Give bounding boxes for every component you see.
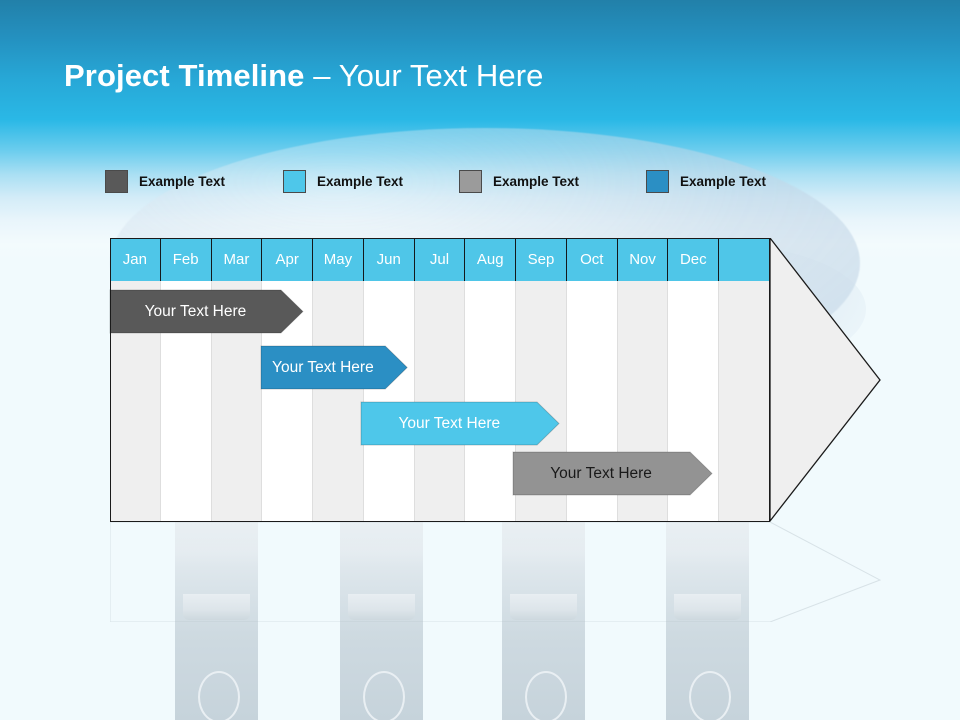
- month-header-nov: Nov: [617, 238, 669, 281]
- legend-item-label: Example Text: [317, 173, 404, 189]
- legend-item-4[interactable]: Example Text: [646, 166, 766, 196]
- month-header-mar: Mar: [211, 238, 263, 281]
- month-column: [465, 238, 517, 522]
- legend-item-2[interactable]: Example Text: [283, 166, 403, 196]
- binder-top-fade: [666, 519, 749, 565]
- binder-watermark: [175, 519, 258, 720]
- page-title-light: – Your Text Here: [304, 58, 544, 93]
- task-bar-label: Your Text Here: [398, 414, 501, 432]
- month-header-aug: Aug: [465, 238, 517, 281]
- task-bar-4[interactable]: Your Text Here: [512, 451, 713, 496]
- task-bar-shape: [260, 345, 408, 390]
- legend-swatch-icon: [283, 169, 306, 193]
- task-bar-shape: [512, 451, 713, 496]
- month-header-apr: Apr: [262, 238, 314, 281]
- month-header-jul: Jul: [414, 238, 466, 281]
- task-bar-3[interactable]: Your Text Here: [360, 401, 561, 446]
- binder-ring-hole: [197, 671, 240, 720]
- binder-ring-hole: [362, 671, 405, 720]
- month-header-sep: Sep: [516, 238, 567, 281]
- legend-item-label: Example Text: [493, 173, 580, 189]
- month-column: [211, 238, 263, 522]
- month-column: [414, 238, 466, 522]
- legend-item-3[interactable]: Example Text: [459, 166, 579, 196]
- task-bar-1[interactable]: Your Text Here: [109, 289, 304, 334]
- binder-label-band: [510, 594, 577, 620]
- legend-swatch-icon: [646, 169, 669, 193]
- binder-top-fade: [502, 519, 585, 565]
- legend-item-label: Example Text: [139, 173, 226, 189]
- page-title-bold: Project Timeline: [64, 58, 305, 93]
- legend-item-1[interactable]: Example Text: [105, 166, 225, 196]
- binder-top-fade: [340, 519, 423, 565]
- legend: Example Text Example Text Example Text Exam…: [105, 166, 845, 198]
- task-bar-2[interactable]: Your Text Here: [260, 345, 408, 390]
- month-header-jun: Jun: [363, 238, 415, 281]
- task-bar-shape: [360, 401, 561, 446]
- month-column: [160, 238, 212, 522]
- page-title: Project Timeline – Your Text Here: [64, 58, 543, 94]
- binder-label-band: [348, 594, 415, 620]
- binder-watermark: [340, 519, 423, 720]
- binder-watermark-group: [0, 519, 960, 720]
- binder-watermark: [502, 519, 585, 720]
- month-header-dec: Dec: [668, 238, 720, 281]
- month-header-jan: Jan: [110, 238, 161, 281]
- month-header-spacer: [719, 238, 770, 281]
- task-bar-label: Your Text Here: [144, 302, 247, 320]
- binder-label-band: [674, 594, 741, 620]
- month-header-feb: Feb: [160, 238, 212, 281]
- legend-swatch-icon: [105, 169, 128, 193]
- month-column: [719, 238, 770, 522]
- month-column: [110, 238, 161, 522]
- month-header-may: May: [313, 238, 364, 281]
- binder-watermark: [666, 519, 749, 720]
- binder-label-band: [183, 594, 250, 620]
- legend-item-label: Example Text: [680, 173, 767, 189]
- timeline-arrow-head: [770, 238, 881, 522]
- legend-swatch-icon: [459, 169, 482, 193]
- binder-ring-hole: [688, 671, 731, 720]
- task-bar-label: Your Text Here: [272, 358, 374, 376]
- task-bar-label: Your Text Here: [550, 464, 652, 482]
- binder-top-fade: [175, 519, 258, 565]
- month-header-oct: Oct: [566, 238, 618, 281]
- binder-ring-hole: [524, 671, 567, 720]
